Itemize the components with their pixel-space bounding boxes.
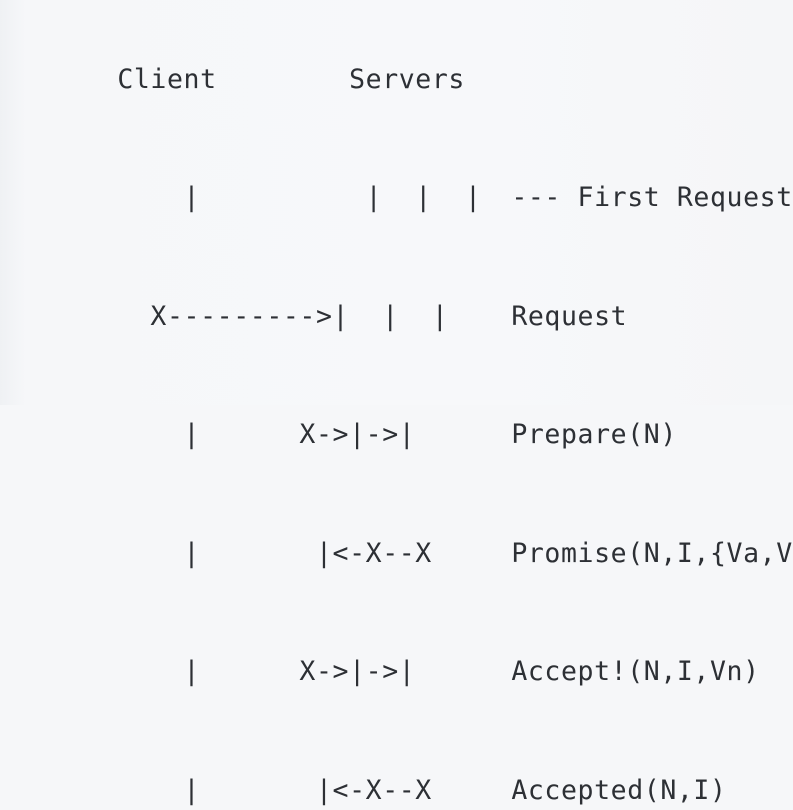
lifeline-art: | X->|->|	[117, 415, 511, 455]
message-label: Accept!(N,I,Vn)	[511, 656, 759, 687]
diagram-row: X--------->| | |Request	[18, 257, 793, 376]
message-label: Prepare(N)	[511, 419, 677, 450]
lifeline-art: | | | |	[117, 178, 511, 218]
lifeline-art: | |<-X--X	[117, 534, 511, 574]
diagram-header-row: Client Servers	[18, 20, 793, 139]
column-headers: Client Servers	[117, 60, 511, 100]
ascii-sequence-diagram: Client Servers | | | |--- First Request …	[0, 0, 793, 405]
lifeline-art: | |<-X--X	[117, 771, 511, 810]
diagram-row: | X->|->|Prepare(N)	[18, 376, 793, 495]
diagram-content: Client Servers | | | |--- First Request …	[18, 20, 793, 810]
message-label: Accepted(N,I)	[511, 775, 726, 806]
lifeline-art: X--------->| | |	[117, 297, 511, 337]
message-label: Promise(N,I,{Va,Vb})	[511, 538, 793, 569]
diagram-row: | | | |--- First Request ---	[18, 139, 793, 258]
message-label: Request	[511, 301, 627, 332]
message-label: --- First Request ---	[511, 182, 793, 213]
diagram-row: | X->|->|Accept!(N,I,Vn)	[18, 613, 793, 732]
lifeline-art: | X->|->|	[117, 652, 511, 692]
